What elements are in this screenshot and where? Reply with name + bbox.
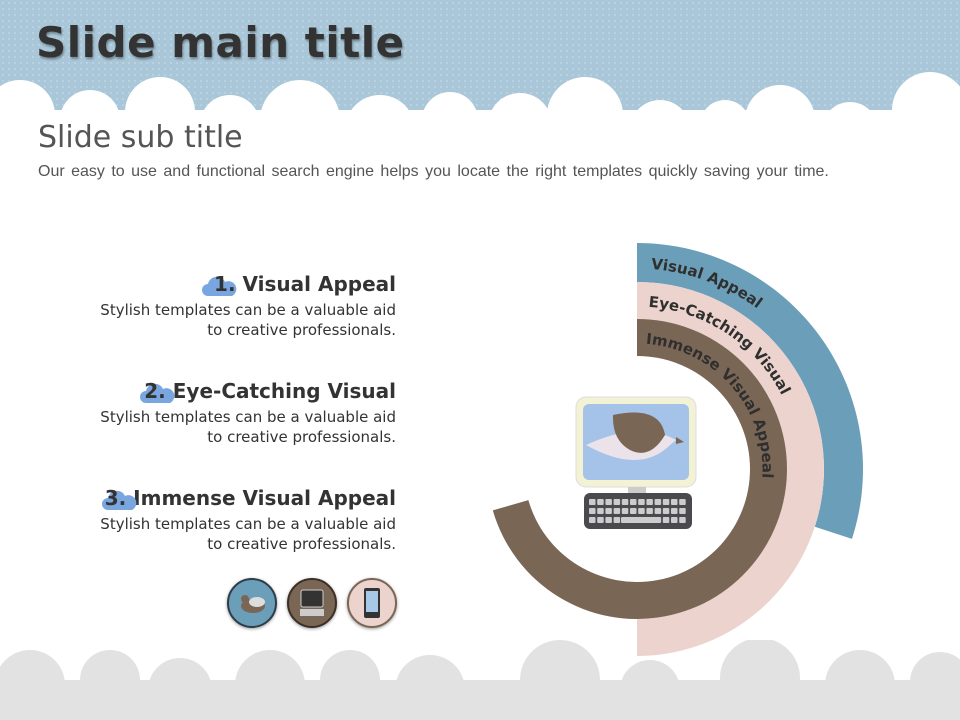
item-text-line: Stylish templates can be a valuable aid <box>100 301 396 319</box>
item-title: Eye-Catching Visual <box>172 379 396 403</box>
computer-icon <box>575 396 697 529</box>
item-text-line: to creative professionals. <box>207 535 396 553</box>
cloud-icon <box>102 490 137 510</box>
item-title: Visual Appeal <box>242 272 396 296</box>
item-number: 1. <box>214 272 236 296</box>
arc-segment <box>637 282 824 656</box>
item-number: 2. <box>144 379 166 403</box>
slide-main-title: Slide main title <box>36 18 405 67</box>
bird-badge-icon <box>227 578 277 628</box>
arc-segment <box>637 243 863 539</box>
cloud-icon <box>140 383 175 403</box>
slide-description: Our easy to use and functional search en… <box>38 163 829 180</box>
item-number: 3. <box>104 486 127 510</box>
item-text-line: to creative professionals. <box>207 428 396 446</box>
list-item-visual-appeal: 1. Visual Appeal Stylish templates can b… <box>36 272 396 340</box>
item-title: Immense Visual Appeal <box>133 486 396 510</box>
slide-sub-title: Slide sub title <box>38 120 243 155</box>
item-text-line: Stylish templates can be a valuable aid <box>100 515 396 533</box>
list-item-immense-visual-appeal: 3. Immense Visual Appeal Stylish templat… <box>36 486 396 554</box>
computer-badge-icon <box>287 578 337 628</box>
item-text-line: to creative professionals. <box>207 321 396 339</box>
header-clouds <box>0 72 960 150</box>
list-item-eye-catching-visual: 2. Eye-Catching Visual Stylish templates… <box>36 379 396 447</box>
cloud-icon <box>202 276 237 296</box>
item-text-line: Stylish templates can be a valuable aid <box>100 408 396 426</box>
phone-badge-icon <box>347 578 397 628</box>
footer-clouds <box>0 640 960 720</box>
